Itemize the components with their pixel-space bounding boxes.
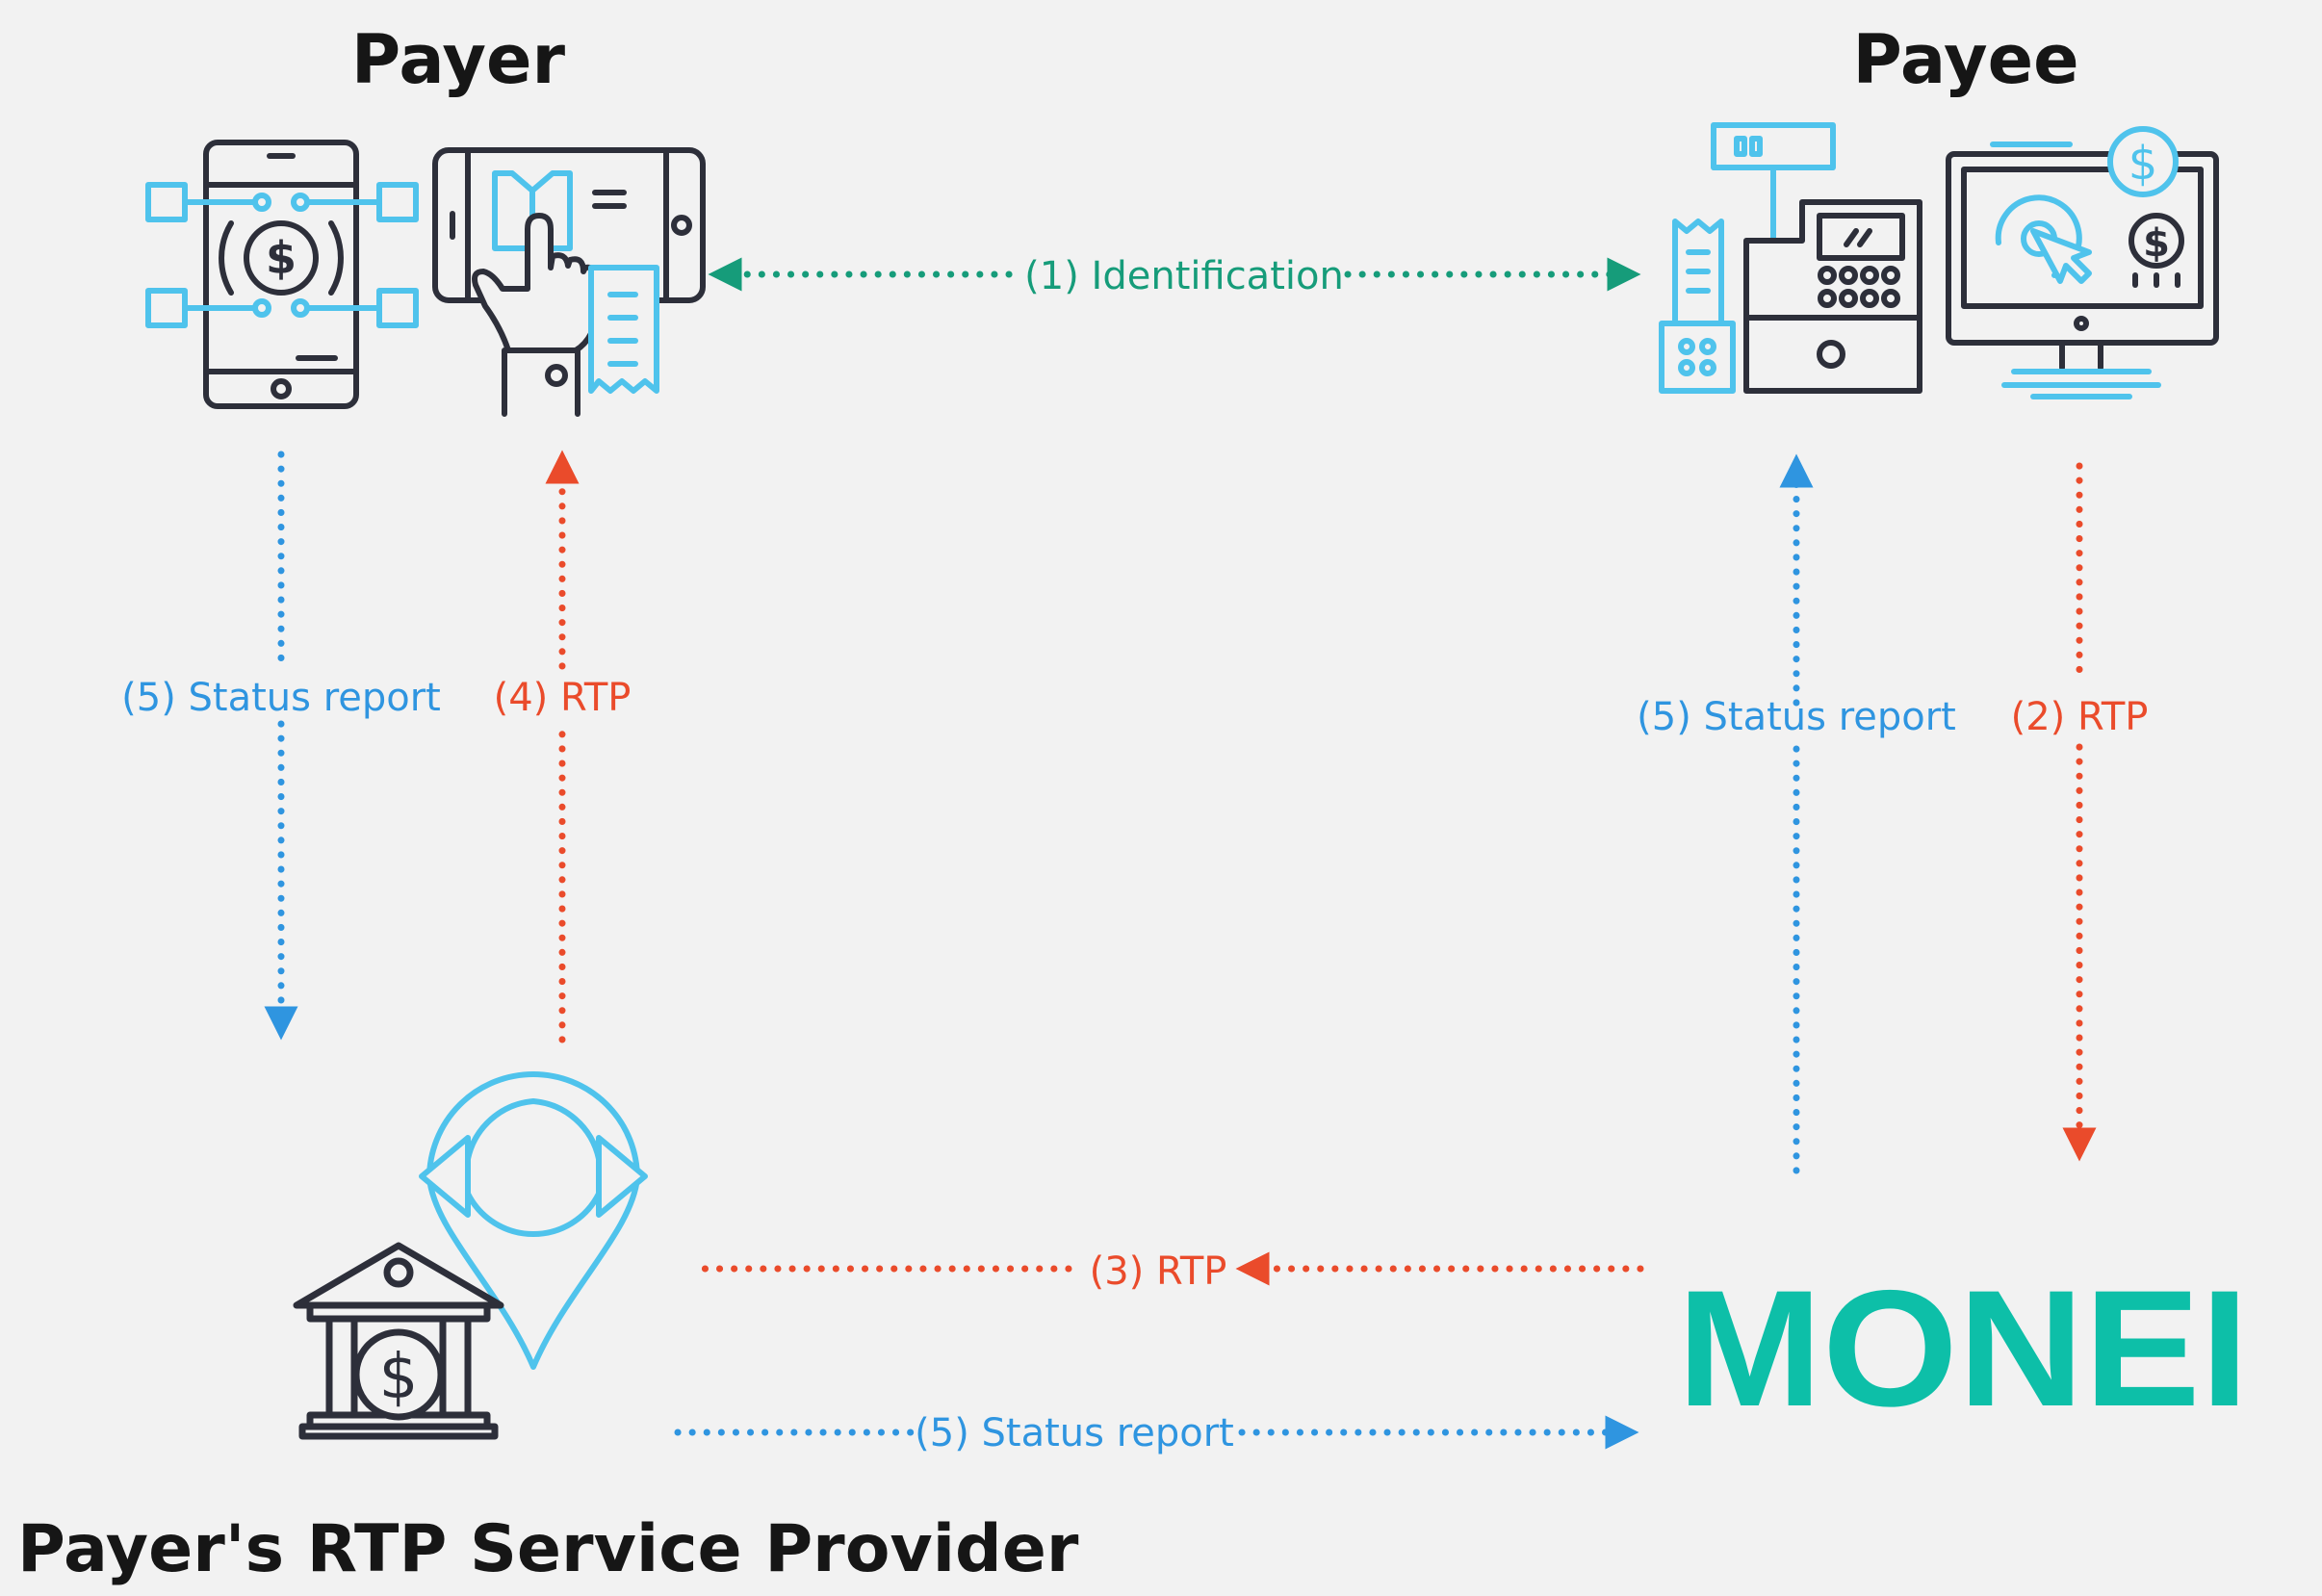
payer-heading: Payer (351, 20, 566, 99)
flow-label-payee-status: (5) Status report (1637, 695, 1956, 739)
provider-heading: Payer's RTP Service Provider (17, 1511, 1079, 1587)
smartphone-payment-icon: $ (145, 140, 419, 409)
monei-logo: MONEI (1677, 1256, 2249, 1441)
online-payment-monitor-icon: $ $ (1946, 126, 2219, 399)
flow-arrows (264, 257, 2097, 1450)
flow-label-provider-rtp: (3) RTP (1090, 1249, 1227, 1294)
pos-terminal-icon (1659, 122, 1922, 394)
flow-label-payee-rtp: (2) RTP (2011, 695, 2149, 739)
tablet-checkout-icon (432, 147, 706, 417)
flow-label-identification: (1) Identification (1024, 254, 1344, 298)
flow-label-payer-rtp: (4) RTP (494, 676, 632, 720)
svg-text:$: $ (266, 232, 297, 284)
payee-heading: Payee (1852, 20, 2078, 99)
svg-text:$: $ (2143, 221, 2170, 266)
svg-text:$: $ (2128, 137, 2158, 191)
flow-label-provider-status: (5) Status report (915, 1411, 1234, 1455)
bank-icon: $ (293, 1242, 504, 1440)
flow-label-payer-status: (5) Status report (121, 676, 441, 720)
svg-text:$: $ (379, 1342, 419, 1413)
exchange-pin-icon (419, 1071, 648, 1370)
